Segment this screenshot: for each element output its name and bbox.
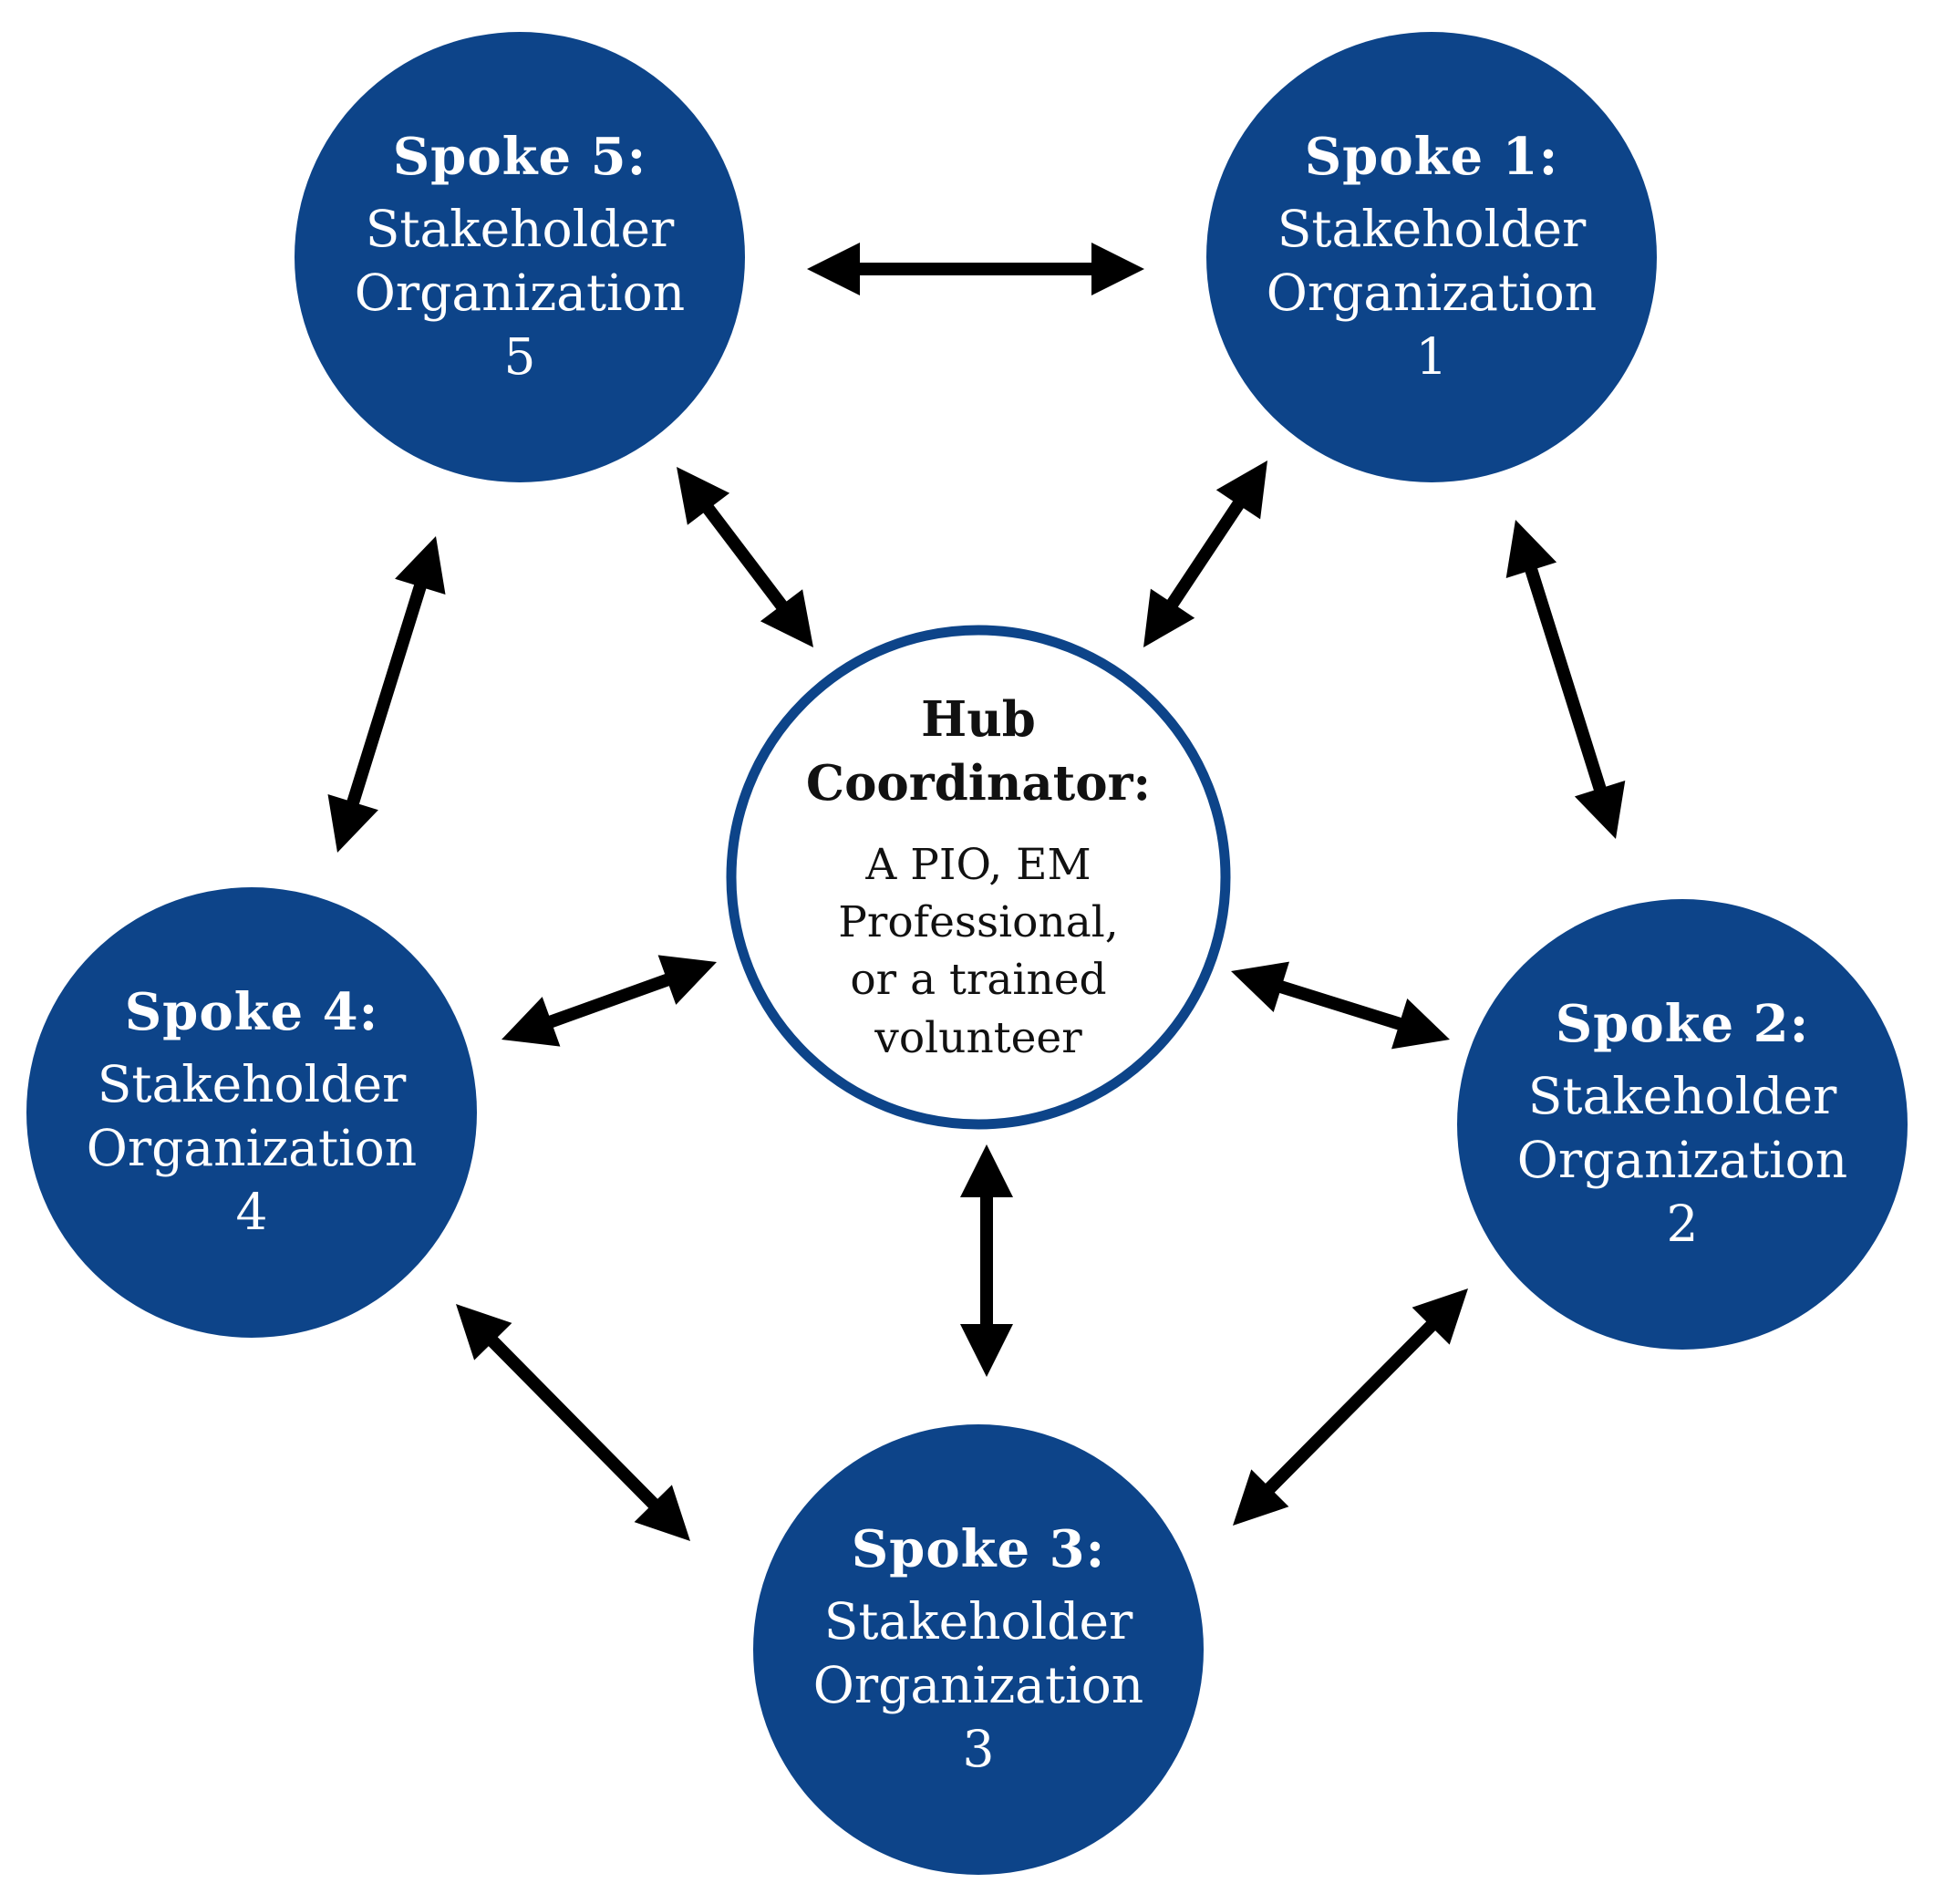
arrow-hub-spoke5	[677, 467, 813, 647]
spoke-4-line1: Stakeholder	[97, 1055, 407, 1114]
spoke-1-circle	[1206, 32, 1657, 482]
spoke-3-title: Spoke 3:	[851, 1519, 1106, 1580]
hub-title-line1: Hub	[921, 690, 1036, 748]
hub-description-line1: A PIO, EM	[865, 839, 1091, 890]
spoke-1-line1: Stakeholder	[1277, 200, 1587, 259]
spoke-5-circle	[295, 32, 745, 482]
arrow-hub-spoke2	[1231, 961, 1450, 1050]
arrow-spoke3-spoke4	[456, 1304, 690, 1541]
spoke-2-title: Spoke 2:	[1555, 994, 1810, 1055]
arrow-hub-spoke4	[502, 955, 717, 1047]
spoke-4-number: 4	[235, 1182, 268, 1241]
spoke-5-line1: Stakeholder	[365, 200, 675, 259]
spoke-3-line2: Organization	[812, 1656, 1144, 1715]
arrow-spoke5-spoke1	[807, 243, 1144, 295]
hub-description-line3: or a trained	[850, 955, 1107, 1006]
hub-circle	[726, 625, 1231, 1130]
spoke-2-line1: Stakeholder	[1527, 1067, 1837, 1126]
spoke-5-line2: Organization	[354, 264, 686, 323]
spoke-3-node: Spoke 3: Stakeholder Organization 3	[796, 1467, 1161, 1832]
spoke-5-number: 5	[503, 326, 536, 386]
arrow-hub-spoke1	[1143, 460, 1267, 647]
hub-node: Hub Coordinator: A PIO, EM Professional,…	[778, 677, 1179, 1078]
spoke-2-circle	[1457, 899, 1908, 1350]
arrow-hub-spoke3	[960, 1144, 1013, 1377]
hub-description-line2: Professional,	[838, 897, 1119, 948]
spoke-1-number: 1	[1415, 326, 1448, 386]
spoke-4-node: Spoke 4: Stakeholder Organization 4	[69, 930, 434, 1295]
spoke-5-title: Spoke 5:	[392, 127, 647, 188]
spoke-2-number: 2	[1666, 1194, 1699, 1253]
arrows-layer	[327, 243, 1626, 1541]
spoke-4-circle	[26, 887, 477, 1338]
spoke-1-node: Spoke 1: Stakeholder Organization 1	[1249, 75, 1614, 440]
spoke-1-title: Spoke 1:	[1304, 127, 1559, 188]
hub-description-line4: volunteer	[874, 1012, 1082, 1063]
spoke-3-number: 3	[962, 1719, 995, 1778]
arrow-spoke1-spoke2	[1505, 520, 1626, 839]
spoke-4-line2: Organization	[86, 1119, 418, 1178]
spoke-5-node: Spoke 5: Stakeholder Organization 5	[337, 75, 702, 440]
spoke-4-title: Spoke 4:	[124, 982, 379, 1043]
spoke-1-line2: Organization	[1266, 264, 1598, 323]
spoke-3-line1: Stakeholder	[823, 1592, 1133, 1651]
spoke-3-circle	[753, 1424, 1204, 1875]
spoke-2-line2: Organization	[1516, 1131, 1848, 1190]
hub-title-line2: Coordinator:	[805, 755, 1152, 812]
spoke-2-node: Spoke 2: Stakeholder Organization 2	[1500, 942, 1865, 1307]
arrow-spoke4-spoke5	[327, 536, 446, 853]
hub-description: A PIO, EM Professional, or a trained vol…	[838, 836, 1118, 1068]
arrow-spoke2-spoke3	[1233, 1288, 1468, 1526]
